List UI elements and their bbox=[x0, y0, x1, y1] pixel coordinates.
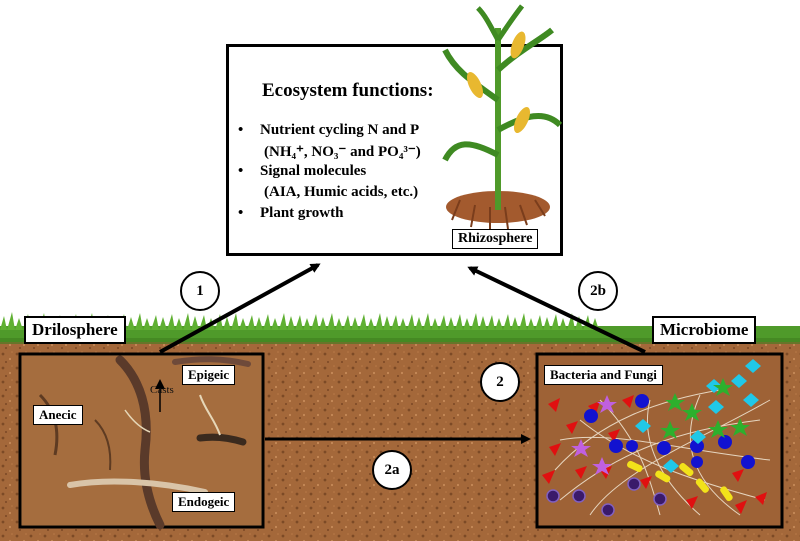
epigeic-label: Epigeic bbox=[182, 365, 236, 385]
casts-label: Casts bbox=[150, 384, 174, 396]
bacteria-cyan bbox=[635, 359, 761, 473]
worm-epigeic bbox=[172, 356, 251, 367]
fungal-hyphae bbox=[554, 389, 771, 516]
pathway-2a-marker: 2a bbox=[372, 450, 412, 490]
bullet-dot: • bbox=[238, 163, 244, 179]
fungi-purple bbox=[546, 477, 667, 517]
arrow-2b bbox=[467, 266, 646, 354]
bacteria-yellow bbox=[627, 460, 733, 502]
bullet-text: Signal molecules bbox=[260, 163, 367, 179]
drilosphere-title: Drilosphere bbox=[24, 316, 126, 344]
bullet-signal-molecules: • Signal molecules bbox=[238, 163, 366, 180]
pathway-2-marker: 2 bbox=[480, 362, 520, 402]
ecosystem-title: Ecosystem functions: bbox=[262, 80, 434, 101]
worm-small bbox=[196, 433, 247, 446]
bullet-plant-growth: • Plant growth bbox=[238, 205, 343, 222]
rhizosphere-label: Rhizosphere bbox=[452, 229, 539, 249]
worm-endogeic bbox=[67, 478, 208, 495]
nutrient-ions: (NH₄⁺, NO₃⁻ and PO₄³⁻) bbox=[264, 144, 421, 160]
bacteria-blue bbox=[584, 394, 755, 469]
worm-anecic bbox=[115, 355, 165, 530]
bullet-dot: • bbox=[238, 205, 244, 221]
bullet-text: Nutrient cycling N and P bbox=[260, 122, 420, 138]
bullet-dot: • bbox=[238, 122, 244, 138]
bullet-nutrient-cycling: • Nutrient cycling N and P bbox=[238, 122, 419, 139]
arrow-1 bbox=[159, 263, 321, 354]
signal-molecules-examples: (AIA, Humic acids, etc.) bbox=[264, 184, 419, 200]
microbiome-title: Microbiome bbox=[652, 316, 757, 344]
bullet-text: Plant growth bbox=[260, 205, 344, 221]
bacteria-green bbox=[660, 378, 750, 439]
pathway-2b-marker: 2b bbox=[578, 271, 618, 311]
endogeic-label: Endogeic bbox=[172, 492, 236, 512]
pathway-1-marker: 1 bbox=[180, 271, 220, 311]
bacteria-fungi-label: Bacteria and Fungi bbox=[544, 365, 663, 385]
anecic-label: Anecic bbox=[33, 405, 83, 425]
bacteria-violet bbox=[571, 395, 617, 475]
